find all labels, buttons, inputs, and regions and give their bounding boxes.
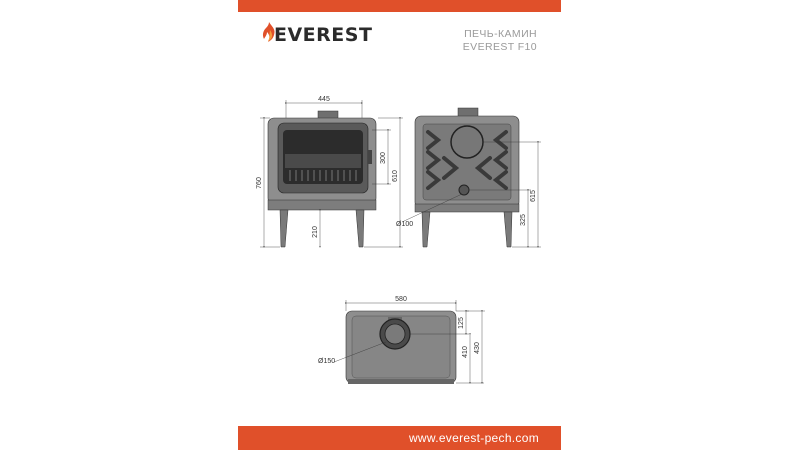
front-firebox xyxy=(285,154,361,168)
product-title: ПЕЧЬ-КАМИН EVEREST F10 xyxy=(463,28,537,54)
product-title-line2: EVEREST F10 xyxy=(462,41,537,53)
dim-flue-diameter-front: Ø100 xyxy=(396,221,413,228)
dim-top-depth: 430 xyxy=(474,342,481,354)
flame-icon xyxy=(262,22,275,42)
dim-top-flue-center: 410 xyxy=(462,346,469,358)
back-base xyxy=(414,203,520,213)
front-leg-right xyxy=(355,209,365,248)
back-air-inlet xyxy=(458,184,470,196)
back-flue xyxy=(457,107,479,118)
dim-door-height: 300 xyxy=(380,152,387,164)
front-leg-left xyxy=(279,209,289,248)
product-title-line1: ПЕЧЬ-КАМИН xyxy=(464,28,537,40)
front-base xyxy=(267,199,377,211)
bottom-accent-bar: www.everest-pech.com xyxy=(238,426,561,450)
back-flue-outlet xyxy=(450,125,484,159)
website-link[interactable]: www.everest-pech.com xyxy=(408,431,539,445)
front-door-handle xyxy=(368,150,372,164)
everest-logo: EVEREST xyxy=(260,20,373,50)
back-panel xyxy=(422,123,512,201)
dim-side-height: 615 xyxy=(530,190,537,202)
spec-sheet: EVEREST ПЕЧЬ-КАМИН EVEREST F10 xyxy=(238,0,561,450)
dim-top-flue-diameter: Ø150 xyxy=(318,358,335,365)
logo-text: EVEREST xyxy=(274,24,373,46)
top-front-edge xyxy=(348,379,454,384)
dim-leg-height: 210 xyxy=(312,226,319,238)
dim-top-width: 580 xyxy=(395,296,407,303)
back-ribs xyxy=(426,130,508,190)
back-view: 615 325 Ø100 xyxy=(396,107,541,248)
dim-door-center: 610 xyxy=(392,170,399,182)
top-flue-inner xyxy=(384,323,406,345)
top-accent-bar xyxy=(238,0,561,12)
dim-front-height: 760 xyxy=(256,177,263,189)
dim-front-width: 445 xyxy=(318,96,330,103)
back-leg-left xyxy=(421,211,431,248)
top-view: 580 125 410 430 Ø150 xyxy=(318,296,485,384)
dim-side-vent-height: 325 xyxy=(520,214,527,226)
front-grate xyxy=(289,170,357,181)
dim-top-flue-offset: 125 xyxy=(458,317,465,329)
front-view: 445 760 300 610 210 xyxy=(256,96,403,248)
technical-drawing: 445 760 300 610 210 xyxy=(256,96,541,384)
back-leg-right xyxy=(503,211,513,248)
